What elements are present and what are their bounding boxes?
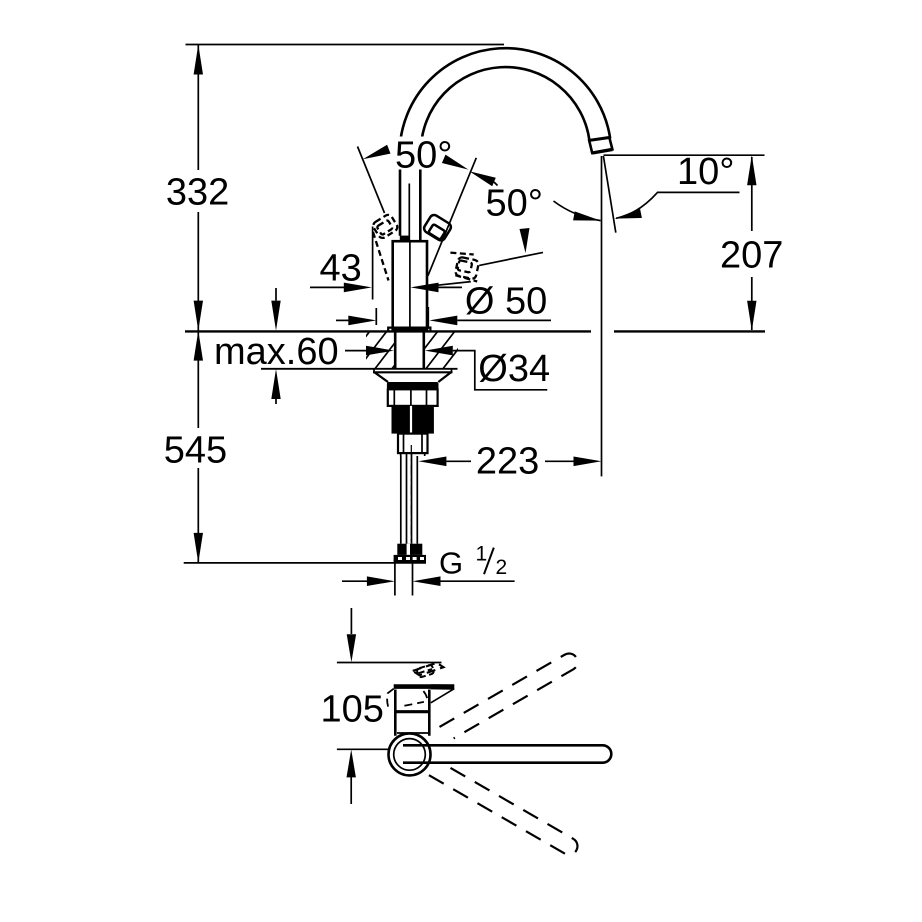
svg-text:50°: 50° (486, 183, 543, 225)
svg-text:223: 223 (476, 441, 539, 483)
svg-text:105: 105 (321, 689, 384, 731)
svg-text:43: 43 (320, 247, 362, 289)
svg-text:Ø 50: Ø 50 (465, 281, 547, 323)
svg-text:332: 332 (166, 172, 229, 214)
svg-text:2: 2 (496, 556, 508, 579)
svg-text:10°: 10° (677, 151, 734, 193)
svg-text:1: 1 (476, 543, 488, 566)
svg-text:50°: 50° (395, 135, 452, 177)
svg-text:Ø34: Ø34 (478, 348, 550, 390)
svg-text:G: G (439, 545, 463, 580)
svg-text:max.60: max.60 (214, 331, 339, 373)
svg-text:207: 207 (720, 234, 783, 276)
svg-text:545: 545 (164, 430, 227, 472)
